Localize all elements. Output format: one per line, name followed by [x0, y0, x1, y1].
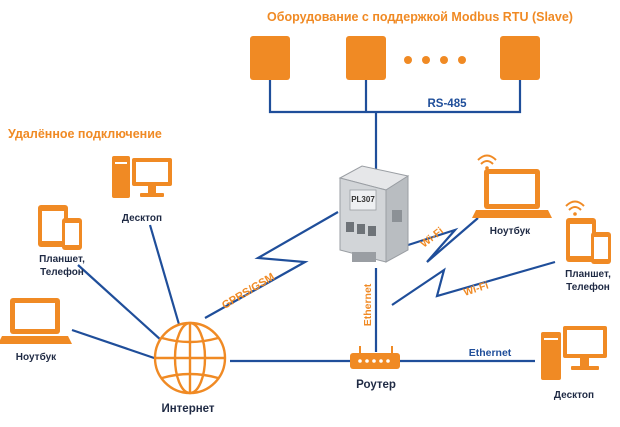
desktop-right-label: Десктоп [554, 390, 594, 401]
slave-devices [250, 36, 540, 80]
controller-device-icon [338, 165, 410, 263]
laptop-left-label: Ноутбук [16, 351, 57, 363]
diagram-title: Оборудование с поддержкой Modbus RTU (Sl… [267, 10, 573, 24]
wifi-label-2: Wi-Fi [462, 279, 490, 298]
ethernet-horizontal-label: Ethernet [469, 347, 512, 359]
laptop-icon [0, 298, 72, 344]
laptop-icon [472, 169, 552, 218]
wifi-icon [565, 200, 585, 216]
laptop-right-label: Ноутбук [490, 225, 531, 237]
device-model-label: PL307 [351, 195, 375, 204]
slave-device-icon [500, 36, 540, 80]
internet-tablet-line [77, 264, 173, 351]
internet-laptop-line [71, 328, 161, 362]
tablet-phone-icon [38, 205, 82, 250]
wifi-icon [477, 154, 497, 170]
gprs-link-line [204, 211, 339, 319]
rs485-bus-line [268, 80, 522, 170]
wifi-link-line-1 [404, 217, 479, 263]
globe-icon [153, 321, 227, 395]
tablet-left-label-line2: Телефон [40, 266, 84, 278]
tablet-right-label-line1: Планшет, [565, 269, 611, 280]
rs485-label: RS-485 [428, 98, 468, 110]
wifi-link-line-2 [391, 260, 556, 306]
desktop-left-label: Десктоп [122, 213, 162, 224]
tablet-phone-icon [566, 218, 611, 264]
router-label: Роутер [356, 379, 396, 391]
tablet-left-label-line1: Планшет, [39, 254, 85, 265]
remote-connection-title: Удалённое подключение [8, 127, 162, 141]
tablet-right-label-line2: Телефон [566, 281, 610, 293]
router-icon [350, 346, 400, 369]
connection-lines [71, 80, 556, 363]
internet-label: Интернет [161, 403, 214, 415]
ellipsis-dots-icon [404, 56, 466, 64]
slave-device-icon [250, 36, 290, 80]
gprs-label: GPRS/GSM [220, 271, 277, 312]
ethernet-vertical-label: Ethernet [362, 283, 374, 326]
slave-device-icon [346, 36, 386, 80]
